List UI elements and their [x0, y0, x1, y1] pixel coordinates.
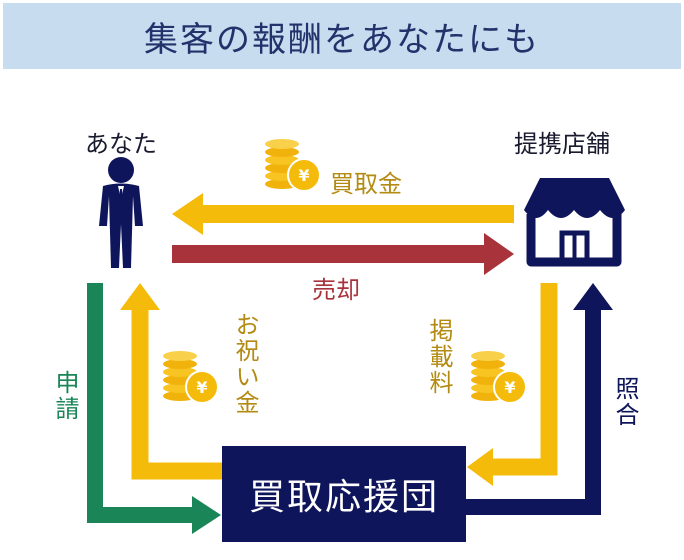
header-banner: 集客の報酬をあなたにも — [3, 3, 681, 69]
flow-label-purchase-money: 買取金 — [330, 170, 402, 198]
flow-label-application: 申請 — [51, 370, 79, 422]
svg-text:¥: ¥ — [504, 378, 515, 397]
application-arrow — [87, 283, 221, 534]
coin-stack-icon: ¥ — [471, 351, 527, 404]
person-icon — [99, 157, 143, 268]
store-icon — [524, 178, 625, 267]
flow-label-reward: お祝い金 — [231, 312, 259, 416]
coin-stack-icon: ¥ — [163, 351, 219, 404]
listing-fee-arrow — [467, 283, 558, 486]
organization-box: 買取応援団 — [222, 446, 466, 542]
verification-arrow — [466, 283, 613, 515]
flow-label-listing-fee: 掲載料 — [425, 318, 453, 396]
node-label-partner-store: 提携店舗 — [514, 130, 610, 158]
flow-label-verification: 照合 — [611, 376, 639, 428]
organization-label: 買取応援団 — [248, 477, 439, 518]
flow-label-sale: 売却 — [312, 276, 360, 304]
page-title: 集客の報酬をあなたにも — [144, 19, 540, 60]
node-label-you: あなた — [85, 130, 157, 158]
coin-stack-icon: ¥ — [265, 139, 321, 192]
purchase-money-arrow — [172, 193, 514, 235]
sale-arrow — [172, 233, 514, 275]
svg-text:¥: ¥ — [298, 166, 309, 185]
svg-text:¥: ¥ — [196, 378, 207, 397]
reward-arrow — [120, 283, 222, 480]
